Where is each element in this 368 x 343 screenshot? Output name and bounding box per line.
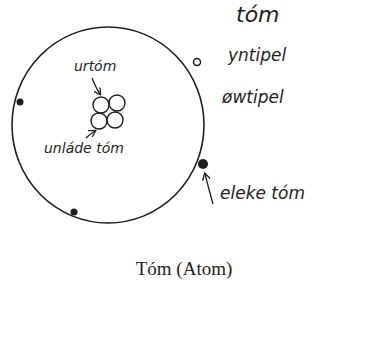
part-label: eleke tóm xyxy=(220,184,305,204)
nucleus xyxy=(91,95,125,129)
nucleon xyxy=(91,113,107,129)
part-label: øwtipel xyxy=(222,88,284,108)
nucleon xyxy=(109,95,125,111)
electron-dot xyxy=(198,159,208,169)
part-label: urtóm xyxy=(74,58,116,74)
title-text: tóm xyxy=(236,2,280,27)
nucleon xyxy=(93,97,109,113)
nucleon xyxy=(107,112,123,128)
electron-shell xyxy=(12,27,204,223)
electron-dot xyxy=(194,59,201,66)
electron-dot xyxy=(17,99,24,106)
leader-arrow xyxy=(205,174,213,204)
caption-text: Tóm (Atom) xyxy=(0,258,368,280)
leader-arrow xyxy=(92,78,100,94)
part-label: yntipel xyxy=(228,46,286,66)
electron-dot xyxy=(71,209,78,216)
leader-arrow xyxy=(86,131,95,138)
part-label: unláde tóm xyxy=(44,140,124,156)
